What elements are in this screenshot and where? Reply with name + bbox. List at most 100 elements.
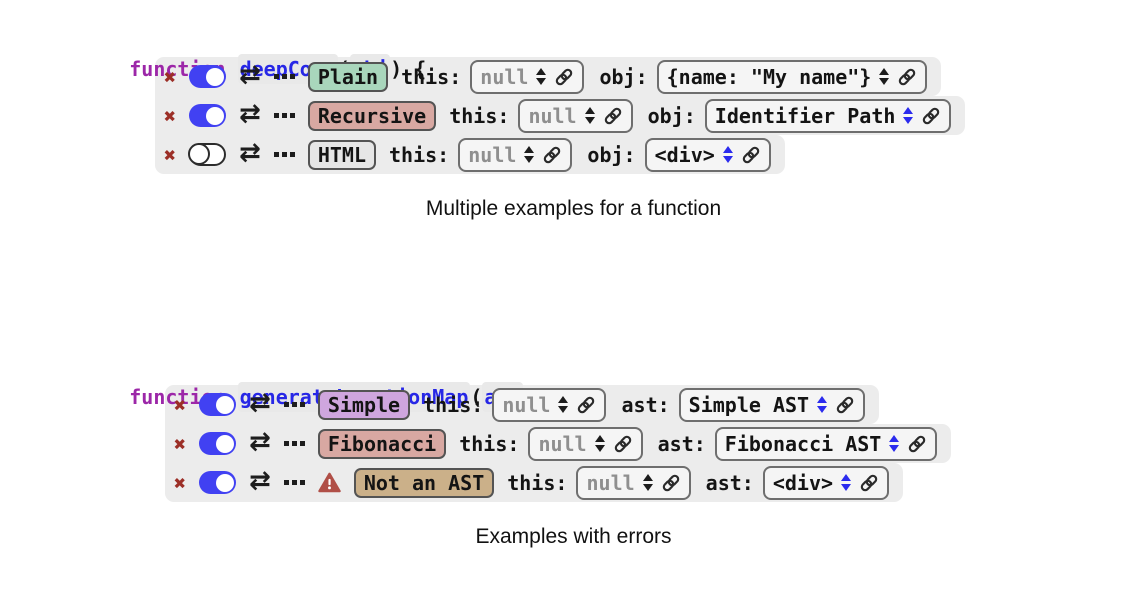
examples-list: ✖ ⇄ Simple this: null (165, 385, 1147, 502)
more-options-icon[interactable] (283, 480, 305, 485)
chain-link-icon[interactable] (603, 106, 623, 126)
swap-arrows-icon[interactable]: ⇄ (249, 427, 271, 457)
error-warning-icon (318, 472, 341, 493)
chain-link-icon[interactable] (554, 67, 574, 87)
argument-value: null (528, 103, 577, 128)
argument: ast: <div> (706, 465, 890, 500)
chain-link-icon[interactable] (576, 395, 596, 415)
argument-value: null (586, 470, 635, 495)
toggle-knob (188, 142, 211, 165)
examples-list: ✖ ⇄ Plain this: null (155, 57, 1147, 174)
argument-list: this: null (389, 137, 771, 172)
example-row: ✖ ⇄ HTML this: null (155, 135, 785, 174)
chain-link-icon[interactable] (859, 473, 879, 493)
example-name-badge[interactable]: Plain (307, 61, 389, 92)
argument-label: ast: (657, 431, 706, 456)
argument-value-input[interactable]: Identifier Path (704, 98, 952, 133)
chain-link-icon[interactable] (835, 395, 855, 415)
argument: ast: Simple AST (621, 387, 866, 422)
example-name-badge[interactable]: Recursive (307, 100, 437, 131)
argument-list: this: null (423, 387, 866, 422)
argument-label: obj: (599, 64, 648, 89)
enable-toggle[interactable] (199, 393, 237, 416)
argument-value: {name: "My name"} (666, 64, 872, 89)
chain-link-icon[interactable] (542, 145, 562, 165)
argument: this: null (449, 98, 633, 133)
delete-example-icon[interactable]: ✖ (164, 64, 177, 89)
value-stepper-icon[interactable] (879, 68, 890, 85)
chain-link-icon[interactable] (613, 434, 633, 454)
argument-value-input[interactable]: null (518, 98, 633, 133)
swap-arrows-icon[interactable]: ⇄ (239, 60, 261, 90)
enable-toggle[interactable] (199, 471, 237, 494)
example-name-badge[interactable]: Fibonacci (317, 428, 447, 459)
swap-arrows-icon[interactable]: ⇄ (249, 466, 271, 496)
argument: obj: Identifier Path (648, 98, 952, 133)
chain-link-icon[interactable] (897, 67, 917, 87)
example-block-caption: Examples with errors (475, 525, 672, 548)
argument-value-input[interactable]: null (528, 426, 643, 461)
argument: ast: Fibonacci AST (657, 426, 938, 461)
chain-link-icon[interactable] (741, 145, 761, 165)
argument-value-input[interactable]: <div> (644, 137, 771, 172)
value-stepper-icon[interactable] (722, 146, 733, 163)
argument-value: Fibonacci AST (724, 431, 882, 456)
example-name-badge[interactable]: Not an AST (353, 467, 495, 498)
argument-value: <div> (654, 142, 715, 167)
enable-toggle[interactable] (199, 432, 237, 455)
value-stepper-icon[interactable] (903, 107, 914, 124)
chain-link-icon[interactable] (921, 106, 941, 126)
swap-arrows-icon[interactable]: ⇄ (239, 138, 261, 168)
value-stepper-icon[interactable] (524, 146, 535, 163)
more-options-icon[interactable] (283, 441, 305, 446)
argument-value-input[interactable]: Simple AST (678, 387, 866, 422)
argument-value-input[interactable]: <div> (762, 465, 890, 500)
more-options-icon[interactable] (273, 113, 295, 118)
chain-link-icon[interactable] (661, 473, 681, 493)
toggle-knob (206, 67, 225, 86)
enable-toggle[interactable] (188, 142, 227, 166)
delete-example-icon[interactable]: ✖ (164, 142, 177, 167)
chain-link-icon[interactable] (907, 434, 927, 454)
argument-label: this: (507, 470, 568, 495)
delete-example-icon[interactable]: ✖ (174, 431, 187, 456)
enable-toggle[interactable] (189, 65, 227, 88)
function-example-block: functiongenerateLocationMap(ast) { ✖ ⇄ S… (0, 352, 1147, 550)
swap-arrows-icon[interactable]: ⇄ (239, 99, 261, 129)
close-paren-brace: ) { (390, 57, 427, 81)
value-stepper-icon[interactable] (594, 435, 605, 452)
example-name-badge[interactable]: HTML (307, 139, 377, 170)
delete-example-icon[interactable]: ✖ (174, 470, 187, 495)
argument-value-input[interactable]: null (576, 465, 691, 500)
argument-list: this: null (507, 465, 890, 500)
enable-toggle[interactable] (189, 104, 227, 127)
example-row: ✖ ⇄ Simple this: null (165, 385, 880, 424)
value-stepper-icon[interactable] (889, 435, 900, 452)
argument: this: null (423, 387, 607, 422)
argument-value-input[interactable]: null (458, 137, 573, 172)
value-stepper-icon[interactable] (558, 396, 569, 413)
more-options-icon[interactable] (273, 74, 295, 79)
swap-arrows-icon[interactable]: ⇄ (249, 388, 271, 418)
argument-value-input[interactable]: {name: "My name"} (656, 59, 928, 94)
toggle-knob (206, 106, 225, 125)
argument-value-input[interactable]: Fibonacci AST (714, 426, 938, 461)
more-options-icon[interactable] (273, 152, 295, 157)
value-stepper-icon[interactable] (584, 107, 595, 124)
delete-example-icon[interactable]: ✖ (164, 103, 177, 128)
argument: this: null (389, 137, 573, 172)
argument-value-input[interactable]: null (470, 59, 585, 94)
argument-value-input[interactable]: null (492, 387, 607, 422)
value-stepper-icon[interactable] (841, 474, 852, 491)
delete-example-icon[interactable]: ✖ (174, 392, 187, 417)
more-options-icon[interactable] (283, 402, 305, 407)
argument-value: null (480, 64, 529, 89)
value-stepper-icon[interactable] (817, 396, 828, 413)
argument-list: this: null (401, 59, 928, 94)
value-stepper-icon[interactable] (536, 68, 547, 85)
argument-value: null (468, 142, 517, 167)
value-stepper-icon[interactable] (642, 474, 653, 491)
example-name-badge[interactable]: Simple (317, 389, 411, 420)
